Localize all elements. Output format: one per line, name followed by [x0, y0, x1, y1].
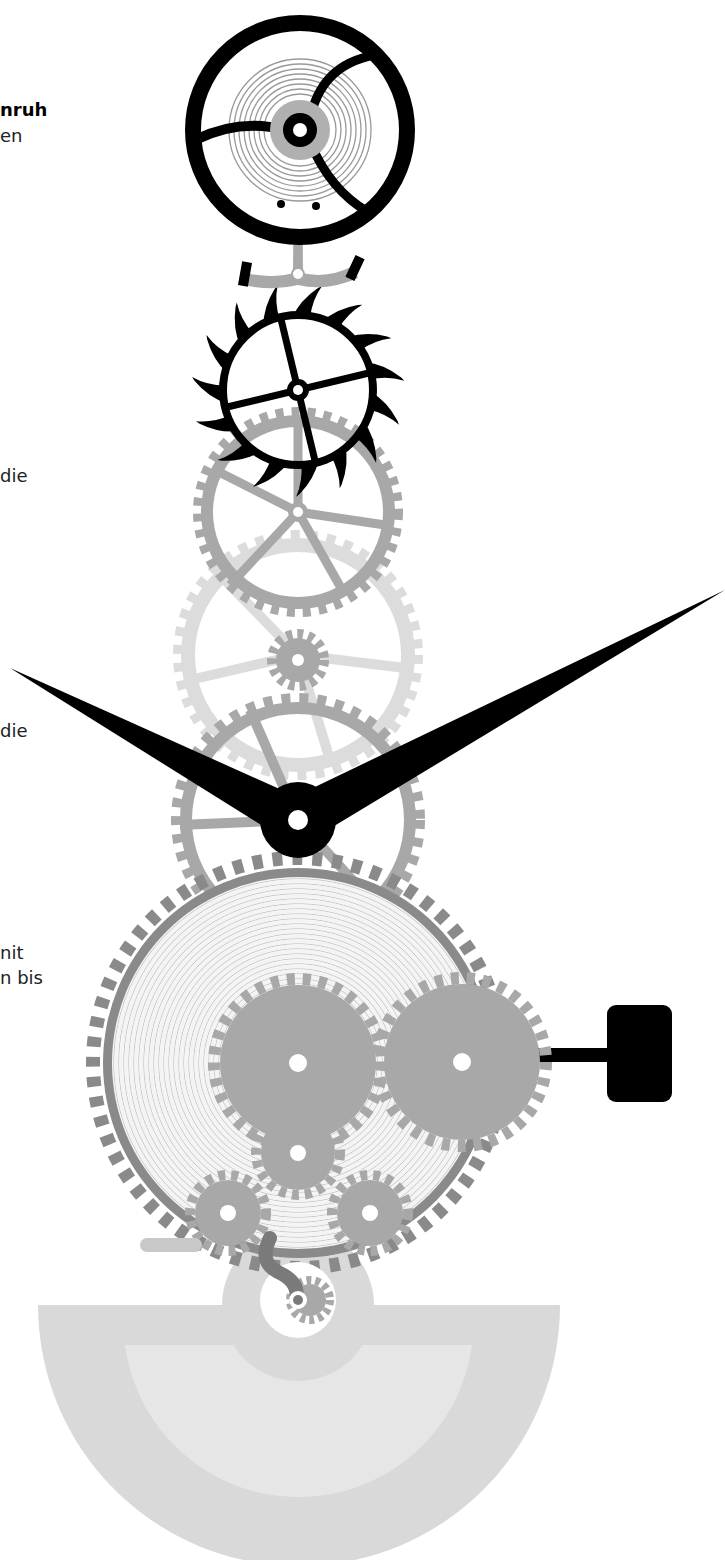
part-label: die — [0, 719, 28, 743]
balance-wheel — [193, 23, 407, 237]
pinion — [272, 634, 324, 686]
part-label: n bis — [0, 966, 43, 990]
crown-wheel — [378, 978, 546, 1146]
rotor — [38, 1229, 560, 1560]
hands — [10, 590, 725, 858]
part-label: nit — [0, 941, 23, 965]
escape-wheel — [192, 285, 404, 496]
part-label: nruh — [0, 98, 47, 122]
winding-gears — [140, 1111, 408, 1252]
part-label: die — [0, 464, 28, 488]
part-label: en — [0, 124, 22, 148]
rotor-hub — [260, 1238, 336, 1338]
fourth-wheel — [198, 412, 398, 612]
